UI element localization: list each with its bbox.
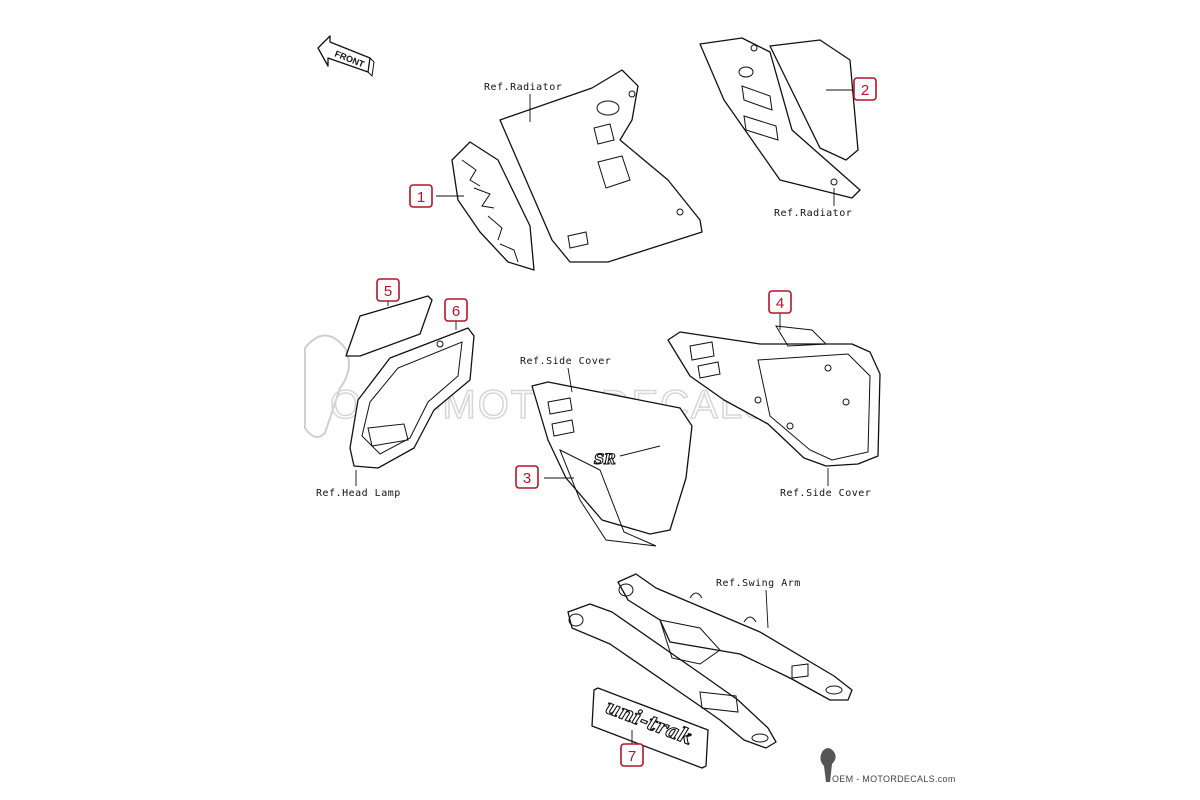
head-lamp-cover xyxy=(349,327,475,469)
svg-text:1: 1 xyxy=(417,189,425,206)
side-cover-left: SR xyxy=(531,381,693,547)
side-cover-mark: SR xyxy=(594,452,616,468)
swing-arm xyxy=(567,573,853,749)
callout-1: 1 xyxy=(409,184,433,208)
svg-text:7: 7 xyxy=(628,748,636,765)
ref-head-lamp: Ref.Head Lamp xyxy=(316,488,401,499)
svg-text:4: 4 xyxy=(776,295,784,312)
svg-text:3: 3 xyxy=(523,470,531,487)
ref-radiator-right: Ref.Radiator xyxy=(774,208,852,219)
side-cover-right xyxy=(667,325,881,467)
front-arrow: FRONT xyxy=(317,35,375,78)
ref-side-cover-center: Ref.Side Cover xyxy=(520,356,611,367)
ref-side-cover-right: Ref.Side Cover xyxy=(780,488,871,499)
ref-swing-arm: Ref.Swing Arm xyxy=(716,578,801,589)
brand-logo: OEM - MOTORDECALS.com xyxy=(820,748,955,784)
radiator-shroud-right xyxy=(699,37,861,199)
callout-3: 3 xyxy=(515,465,539,489)
callout-2: 2 xyxy=(853,77,877,101)
callout-4: 4 xyxy=(768,290,792,314)
radiator-shroud xyxy=(499,69,703,263)
ref-radiator-top: Ref.Radiator xyxy=(484,82,562,93)
callout-7: 7 xyxy=(620,743,644,767)
brand-text: OEM - MOTORDECALS.com xyxy=(832,774,956,784)
callout-5: 5 xyxy=(376,278,400,302)
svg-text:2: 2 xyxy=(861,82,869,99)
svg-text:5: 5 xyxy=(384,283,392,300)
svg-text:6: 6 xyxy=(452,303,460,320)
callout-6: 6 xyxy=(444,298,468,322)
decal-1-shroud-graphic xyxy=(451,141,535,271)
decal-5-number-plate xyxy=(345,295,433,357)
